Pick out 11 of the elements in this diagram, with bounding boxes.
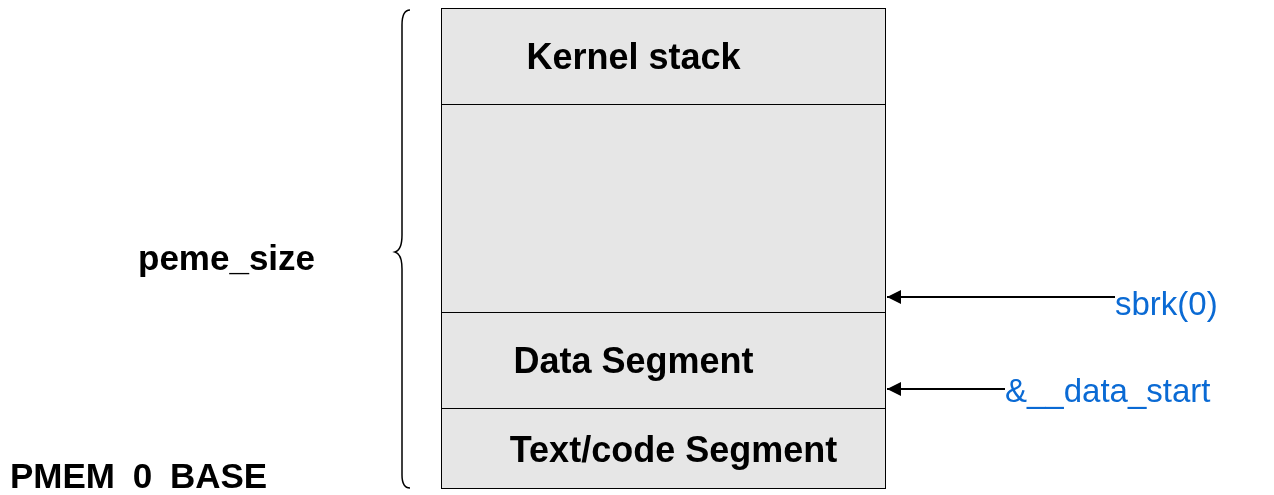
text-label: PMEM 0 BASE (10, 456, 268, 495)
memory-layout-box (441, 8, 886, 489)
pointer-label: &__data_start (1005, 372, 1211, 410)
region-label: Data Segment (513, 339, 754, 382)
arrow (886, 290, 1116, 304)
region-label: Kernel stack (526, 36, 741, 78)
pointer-label: sbrk(0) (1115, 285, 1218, 323)
arrow (886, 382, 1006, 396)
text-label: peme_size (138, 238, 316, 278)
memory-region (442, 104, 885, 313)
region-label: Text/code Segment (509, 428, 838, 471)
